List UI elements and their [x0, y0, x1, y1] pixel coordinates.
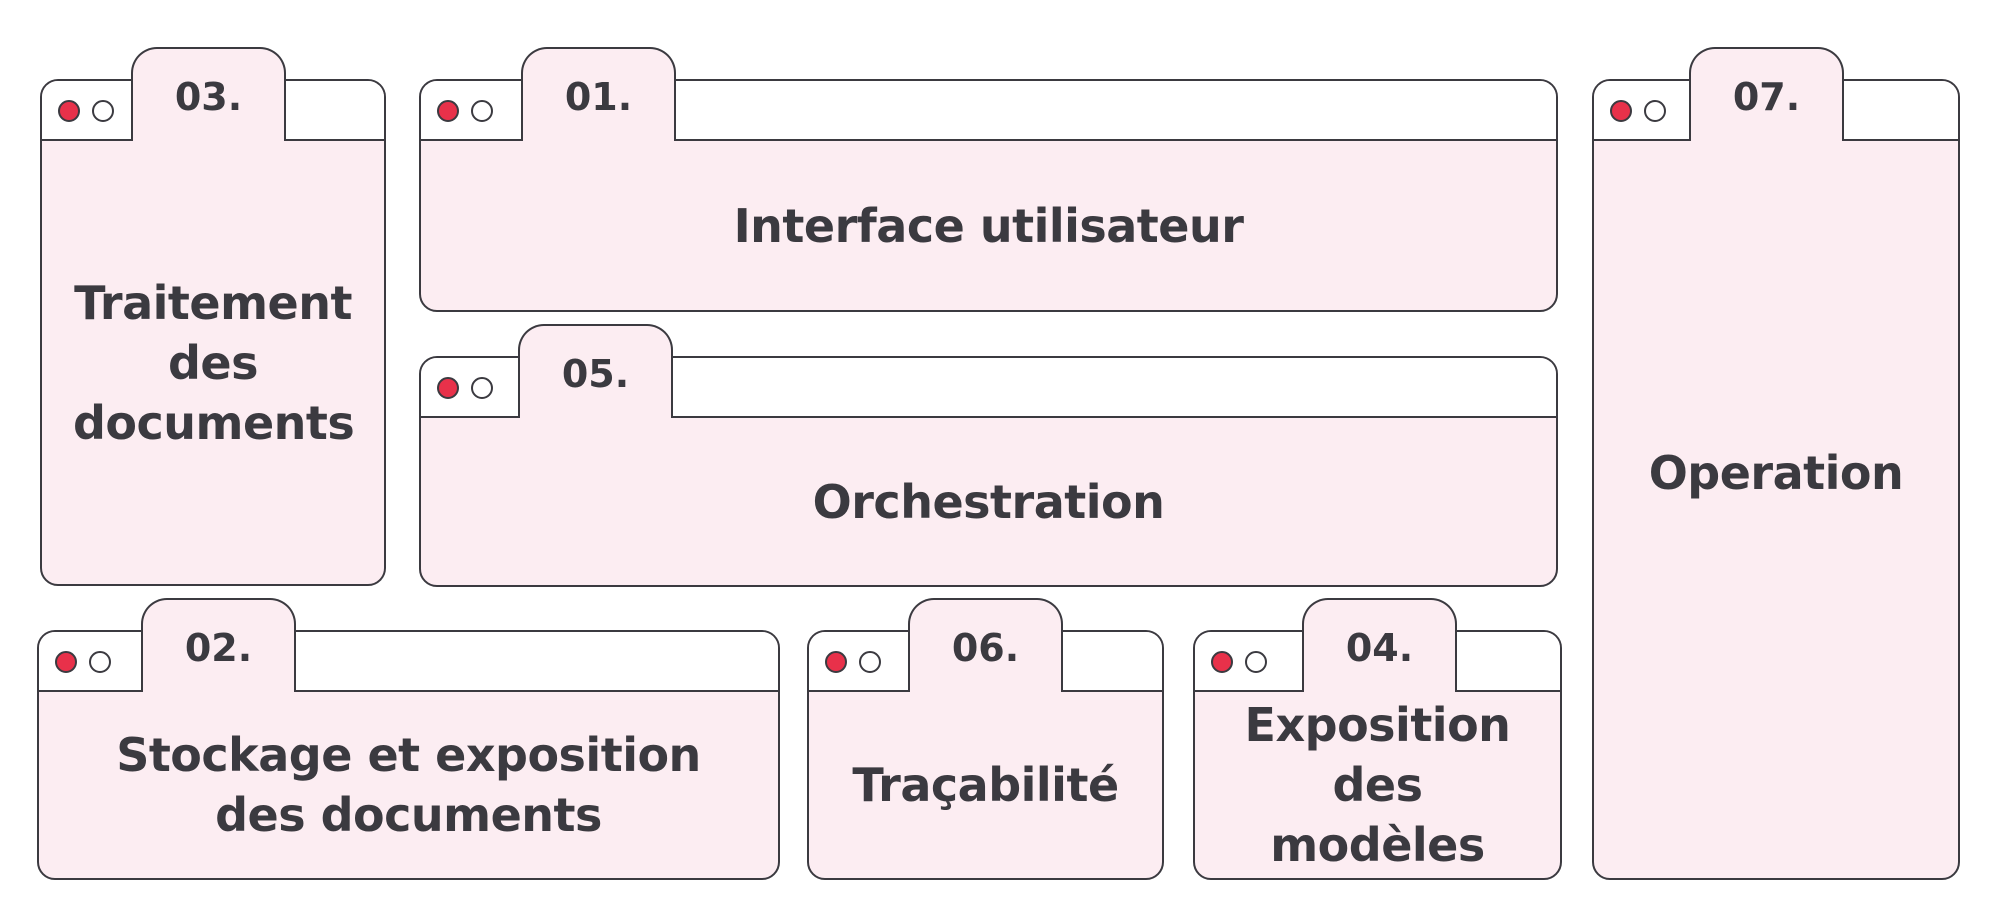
card-body: Stockage et exposition des documents: [39, 692, 778, 878]
card-label: Interface utilisateur: [733, 198, 1244, 253]
white-dot-icon: [1245, 651, 1267, 673]
white-dot-icon: [1644, 100, 1666, 122]
card-number-tab: 06.: [908, 598, 1063, 692]
card-label: Stockage et exposition des documents: [116, 728, 701, 842]
card-body: Exposition des modèles: [1195, 692, 1560, 878]
card-label: Operation: [1648, 446, 1904, 500]
card-body: Interface utilisateur: [421, 141, 1556, 310]
white-dot-icon: [92, 100, 114, 122]
card-number-tab: 04.: [1302, 598, 1457, 692]
card-body: Traitement des documents: [42, 141, 384, 584]
card-number-tab: 01.: [521, 47, 676, 141]
card-label: Exposition des modèles: [1244, 698, 1511, 872]
white-dot-icon: [471, 377, 493, 399]
card-number-tab: 05.: [518, 324, 673, 418]
window-frame: Traitement des documents: [40, 79, 386, 586]
white-dot-icon: [89, 651, 111, 673]
card-body: Orchestration: [421, 418, 1556, 585]
red-dot-icon: [1610, 100, 1632, 122]
card-traitement-documents: Traitement des documents 03.: [40, 47, 386, 586]
card-exposition-modeles: Exposition des modèles 04.: [1193, 598, 1562, 880]
red-dot-icon: [437, 377, 459, 399]
card-body: Traçabilité: [809, 692, 1162, 878]
red-dot-icon: [55, 651, 77, 673]
red-dot-icon: [825, 651, 847, 673]
red-dot-icon: [58, 100, 80, 122]
card-label: Traitement des documents: [73, 275, 355, 450]
card-body: Operation: [1594, 141, 1958, 878]
card-tracabilite: Traçabilité 06.: [807, 598, 1164, 880]
card-interface-utilisateur: Interface utilisateur 01.: [419, 47, 1558, 312]
card-number-tab: 03.: [131, 47, 286, 141]
white-dot-icon: [859, 651, 881, 673]
card-operation: Operation 07.: [1592, 47, 1960, 880]
card-number-tab: 02.: [141, 598, 296, 692]
card-label: Traçabilité: [852, 758, 1119, 812]
card-label: Orchestration: [812, 474, 1165, 529]
window-frame: Operation: [1592, 79, 1960, 880]
card-number-tab: 07.: [1689, 47, 1844, 141]
window-frame: Exposition des modèles: [1193, 630, 1562, 880]
red-dot-icon: [1211, 651, 1233, 673]
window-frame: Orchestration: [419, 356, 1558, 587]
white-dot-icon: [471, 100, 493, 122]
card-stockage-exposition: Stockage et exposition des documents 02.: [37, 598, 780, 880]
red-dot-icon: [437, 100, 459, 122]
card-orchestration: Orchestration 05.: [419, 324, 1558, 587]
